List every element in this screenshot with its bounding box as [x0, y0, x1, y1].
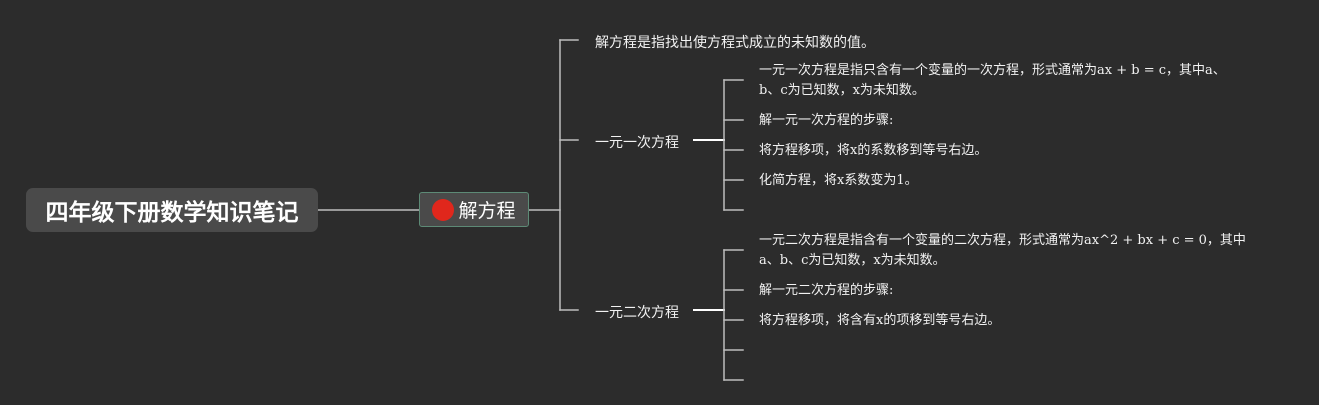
marker-dot-icon	[432, 198, 455, 221]
leaf-node[interactable]: 化简方程，将x系数变为1。	[759, 171, 918, 191]
leaf-text-line: 一元二次方程是指含有一个变量的二次方程，形式通常为ax^2 + bx + c =…	[759, 233, 1246, 248]
leaf-text: 解一元二次方程的步骤:	[759, 283, 894, 298]
leaf-text-line: b、c为已知数，x为未知数。	[759, 83, 925, 98]
leaf-node[interactable]: 一元二次方程是指含有一个变量的二次方程，形式通常为ax^2 + bx + c =…	[759, 231, 1246, 271]
leaf-node[interactable]: 解一元二次方程的步骤:	[759, 281, 893, 301]
root-node[interactable]: 四年级下册数学知识笔记	[26, 188, 318, 232]
leaf-text: 将方程移项，将含有x的项移到等号右边。	[759, 313, 1001, 328]
main-topic-label: 解方程	[458, 200, 516, 222]
leaf-node[interactable]: 将方程移项，将x的系数移到等号右边。	[759, 141, 987, 161]
leaf-text: 解一元一次方程的步骤:	[759, 113, 894, 128]
leaf-node[interactable]: 将方程移项，将含有x的项移到等号右边。	[759, 311, 1000, 331]
definition-node[interactable]: 解方程是指找出使方程式成立的未知数的值。	[595, 32, 875, 52]
leaf-text-line: a、b、c为已知数，x为未知数。	[759, 253, 946, 268]
branch-node-quadratic[interactable]: 一元二次方程	[595, 302, 679, 322]
definition-text: 解方程是指找出使方程式成立的未知数的值。	[595, 35, 875, 51]
branch-label: 一元二次方程	[595, 305, 679, 321]
root-title: 四年级下册数学知识笔记	[45, 200, 299, 226]
main-topic-node[interactable]: 解方程	[419, 192, 529, 227]
branch-node-linear[interactable]: 一元一次方程	[595, 132, 679, 152]
leaf-text: 将方程移项，将x的系数移到等号右边。	[759, 143, 988, 158]
leaf-node[interactable]: 一元一次方程是指只含有一个变量的一次方程，形式通常为ax + b = c，其中a…	[759, 61, 1226, 101]
leaf-text-line: 一元一次方程是指只含有一个变量的一次方程，形式通常为ax + b = c，其中a…	[759, 63, 1226, 78]
leaf-text: 化简方程，将x系数变为1。	[759, 173, 918, 188]
leaf-node[interactable]: 解一元一次方程的步骤:	[759, 111, 893, 131]
branch-label: 一元一次方程	[595, 135, 679, 151]
